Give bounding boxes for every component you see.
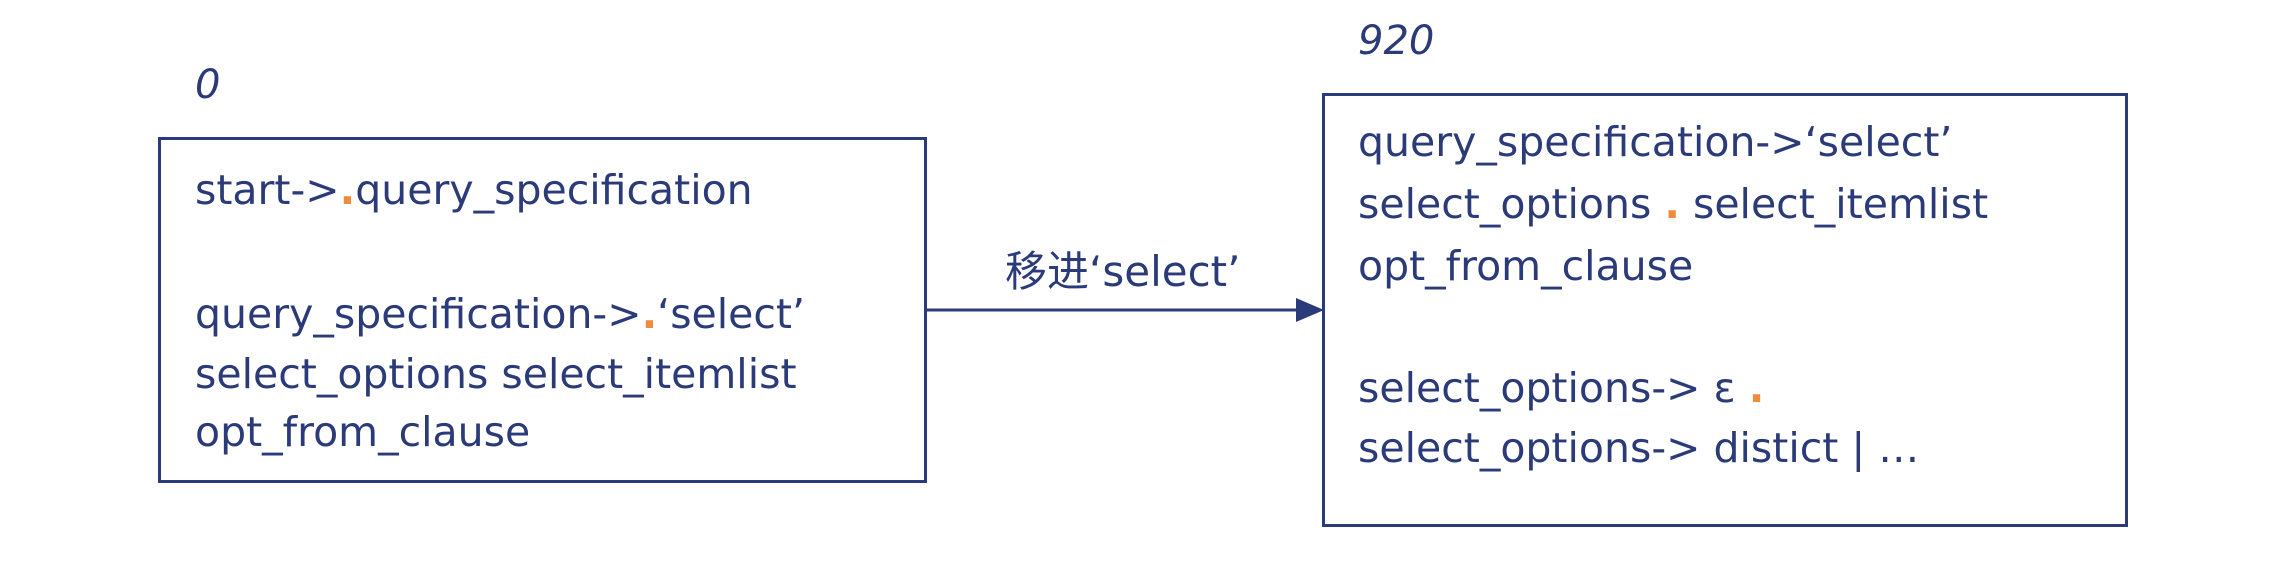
item-before: opt_from_clause: [1358, 242, 1694, 290]
item-line: opt_from_clause: [195, 412, 530, 453]
item-before: select_options select_itemlist: [195, 350, 797, 398]
item-after: select_itemlist: [1679, 180, 1989, 228]
item-before: select_options: [1358, 180, 1665, 228]
arrowhead: [1296, 298, 1324, 322]
item-line: select_options-> ε .: [1358, 368, 1764, 409]
item-before: select_options-> distict | …: [1358, 424, 1920, 472]
state-box-920: [1322, 93, 2128, 527]
item-before: query_specification->‘select’: [1358, 118, 1953, 166]
state-id-label: 0: [195, 62, 221, 108]
item-dot: .: [641, 290, 658, 338]
state-box-0: [158, 137, 927, 483]
item-line: opt_from_clause: [1358, 246, 1693, 287]
item-dot: .: [339, 166, 356, 214]
item-line: query_specification->.‘select’: [195, 294, 805, 335]
item-before: start->: [195, 166, 340, 214]
item-dot: .: [1748, 364, 1765, 412]
transition-label: 移进‘select’: [1005, 247, 1241, 296]
item-before: query_specification->: [195, 290, 642, 338]
item-after: query_specification: [355, 166, 753, 214]
item-after: ‘select’: [657, 290, 806, 338]
item-before: select_options-> ε: [1358, 364, 1749, 412]
state-id-label: 920: [1358, 18, 1435, 64]
item-line: select_options . select_itemlist: [1358, 184, 1988, 225]
item-before: opt_from_clause: [195, 408, 531, 456]
item-line: select_options-> distict | …: [1358, 428, 1919, 469]
item-line: select_options select_itemlist: [195, 354, 797, 395]
item-dot: .: [1664, 180, 1680, 228]
item-line: query_specification->‘select’: [1358, 122, 1952, 163]
item-line: start->.query_specification: [195, 170, 753, 211]
